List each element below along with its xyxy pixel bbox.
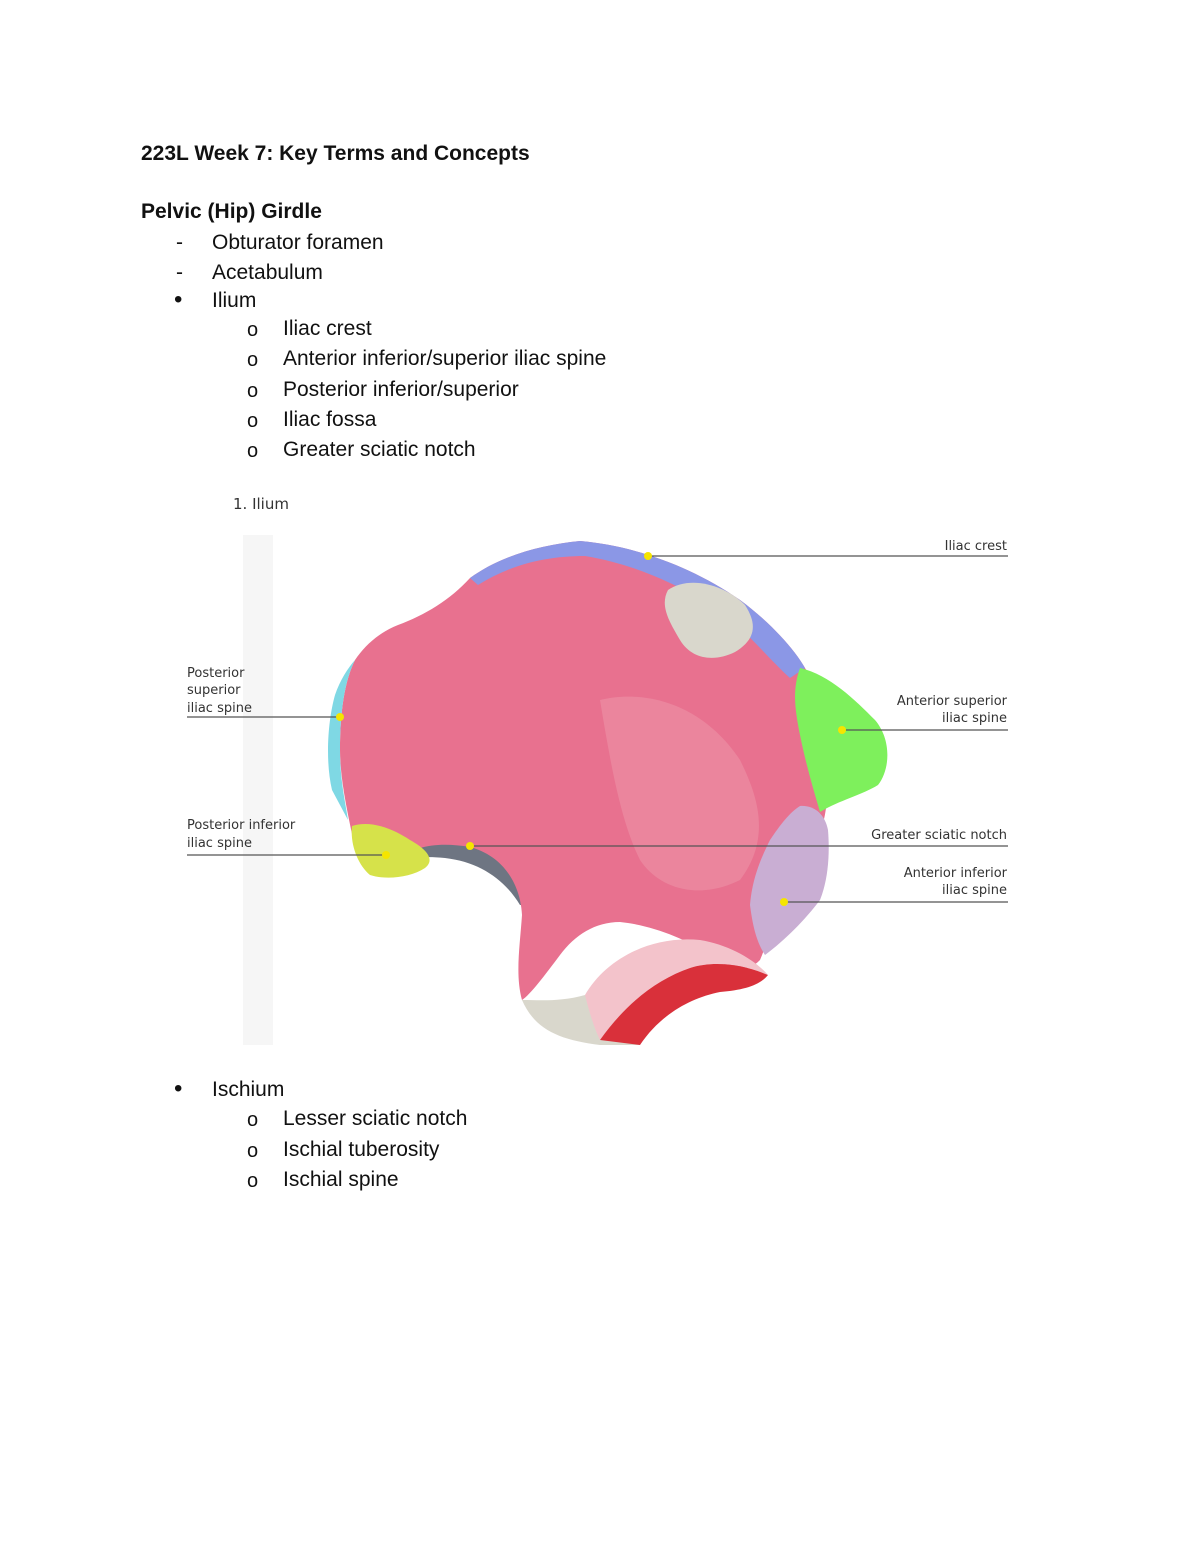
sub-list-item: Ischial tuberosity — [283, 1138, 440, 1161]
sub-list-item: Greater sciatic notch — [283, 438, 476, 461]
pointer-dot-piis — [382, 851, 390, 859]
anterior-superior-iliac-spine-region — [795, 668, 888, 812]
background-band — [243, 535, 273, 1045]
label-asis-line1: Anterior superior — [897, 694, 1008, 709]
sub-list-item: Anterior inferior/superior iliac spine — [283, 347, 607, 370]
label-asis-line2: iliac spine — [942, 711, 1007, 726]
page-title: 223L Week 7: Key Terms and Concepts — [141, 142, 530, 165]
pointer-dot-iliac-crest — [644, 552, 652, 560]
list-item-ilium: Ilium — [212, 289, 257, 312]
iliac-tubercle-region — [664, 582, 753, 658]
ilium-figure: 1. Ilium Iliac crest Posterior superior … — [187, 495, 1008, 1045]
section-title: Pelvic (Hip) Girdle — [141, 200, 322, 223]
posterior-inferior-iliac-spine-region — [351, 823, 430, 878]
label-aiis-line2: iliac spine — [942, 883, 1007, 898]
dash-marker: - — [176, 231, 183, 254]
circle-marker: o — [247, 1140, 259, 1162]
label-piis-line1: Posterior inferior — [187, 818, 296, 833]
label-iliac-crest: Iliac crest — [945, 539, 1007, 554]
sub-list-item: Lesser sciatic notch — [283, 1107, 468, 1130]
fossa-highlight — [600, 696, 759, 891]
pointer-dot-psis — [336, 713, 344, 721]
list-item: Acetabulum — [212, 261, 323, 284]
label-aiis-line1: Anterior inferior — [904, 866, 1008, 881]
acetabulum-lunate-surface — [585, 939, 768, 1040]
bullet-marker: • — [174, 1075, 183, 1102]
label-greater-sciatic-notch: Greater sciatic notch — [871, 828, 1007, 843]
circle-marker: o — [247, 440, 259, 462]
circle-marker: o — [247, 1170, 259, 1192]
label-psis-line3: iliac spine — [187, 701, 252, 716]
sub-list-item: Ischial spine — [283, 1168, 399, 1191]
list-item: Obturator foramen — [212, 231, 384, 254]
sub-list-item: Iliac fossa — [283, 408, 377, 431]
leader-lines — [187, 555, 1008, 903]
pointer-dot-aiis — [780, 898, 788, 906]
label-psis-line1: Posterior — [187, 666, 245, 681]
label-piis-line2: iliac spine — [187, 836, 252, 851]
label-psis-line2: superior — [187, 683, 241, 698]
pointer-dot-gsn — [466, 842, 474, 850]
circle-marker: o — [247, 1109, 259, 1131]
circle-marker: o — [247, 349, 259, 371]
circle-marker: o — [247, 410, 259, 432]
dash-marker: - — [176, 261, 183, 284]
pointer-dot-asis — [838, 726, 846, 734]
posterior-superior-iliac-spine-region — [328, 660, 355, 820]
bullet-marker: • — [174, 286, 183, 313]
acetabulum-region — [600, 964, 768, 1045]
anterior-inferior-iliac-spine-region — [750, 805, 829, 955]
figure-caption: 1. Ilium — [233, 495, 289, 513]
sub-list-item: Iliac crest — [283, 317, 372, 340]
circle-marker: o — [247, 319, 259, 341]
list-item-ischium: Ischium — [212, 1078, 285, 1101]
circle-marker: o — [247, 380, 259, 402]
sub-list-item: Posterior inferior/superior — [283, 378, 519, 401]
